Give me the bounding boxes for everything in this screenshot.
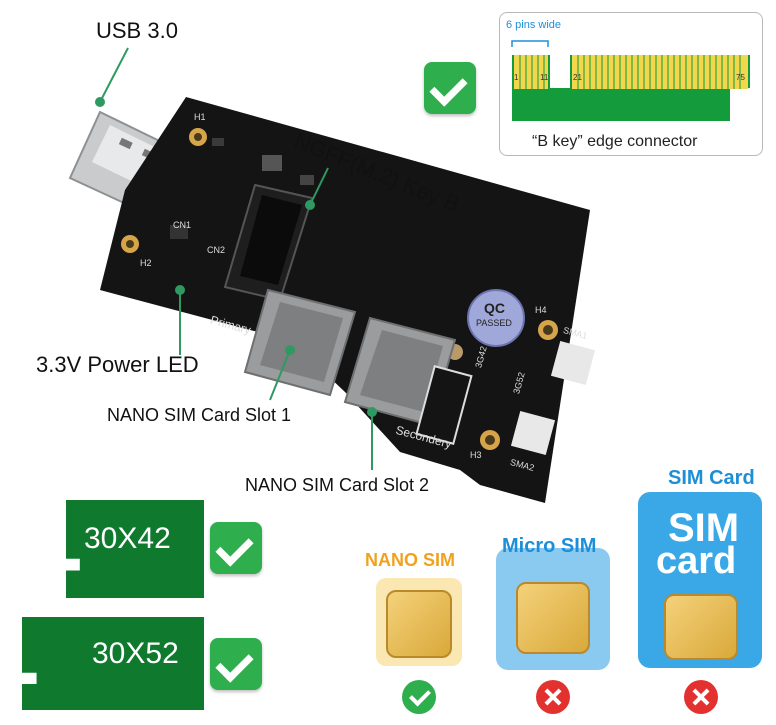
sim-slot-2-label: NANO SIM Card Slot 2 xyxy=(245,475,430,495)
b-key-connector-diagram: 6 pins wide 1 11 21 75 “B key” edge conn… xyxy=(499,12,763,156)
ssd-30x42 xyxy=(66,500,204,598)
sma1-pad xyxy=(550,340,596,386)
silk-passed: PASSED xyxy=(476,318,512,328)
qc-sticker xyxy=(467,289,525,347)
pin-number-21: 21 xyxy=(573,73,582,82)
silk-h1: H1 xyxy=(194,112,206,122)
connector-check-icon xyxy=(424,62,476,114)
edge-connector-drawing xyxy=(511,40,750,121)
pins-wide-label: 6 pins wide xyxy=(506,19,562,31)
micro-sim-chip xyxy=(516,582,590,654)
standard-sim-cross-icon xyxy=(684,680,718,714)
sma2-pad xyxy=(510,410,556,456)
nano-sim-check-icon xyxy=(402,680,436,714)
usb-label: USB 3.0 xyxy=(96,18,178,43)
pin-number-75: 75 xyxy=(736,73,745,82)
power-led-label: 3.3V Power LED xyxy=(36,352,199,377)
ssd-30x52-check-icon xyxy=(210,638,262,690)
pin-number-11: 11 xyxy=(540,73,549,82)
silk-h3: H3 xyxy=(470,450,482,460)
pcb-board xyxy=(100,97,590,503)
sim-slot-1-label: NANO SIM Card Slot 1 xyxy=(107,405,292,425)
nano-sim-chip xyxy=(386,590,452,658)
nano-sim-title: NANO SIM xyxy=(365,550,455,570)
ssd-30x52-label: 30X52 xyxy=(92,637,179,670)
silk-qc: QC xyxy=(484,300,505,316)
standard-sim-card-text-2: card xyxy=(656,540,737,582)
pin-number-1: 1 xyxy=(514,73,519,82)
standard-sim-chip xyxy=(664,594,738,660)
sim-slot-1 xyxy=(243,288,357,397)
standard-sim-title: SIM Card xyxy=(668,467,755,489)
silk-h4: H4 xyxy=(535,305,547,315)
standard-sim-card-text-1: SIM xyxy=(668,506,740,550)
micro-sim-title: Micro SIM xyxy=(502,535,597,557)
silk-cn1: CN1 xyxy=(173,220,192,230)
ssd-30x42-label: 30X42 xyxy=(84,522,171,555)
ssd-30x52 xyxy=(22,617,204,710)
silk-h2: H2 xyxy=(140,258,152,268)
ssd-30x42-check-icon xyxy=(210,522,262,574)
silk-cn2: CN2 xyxy=(207,245,226,255)
connector-caption: “B key” edge connector xyxy=(532,133,698,150)
micro-sim-cross-icon xyxy=(536,680,570,714)
